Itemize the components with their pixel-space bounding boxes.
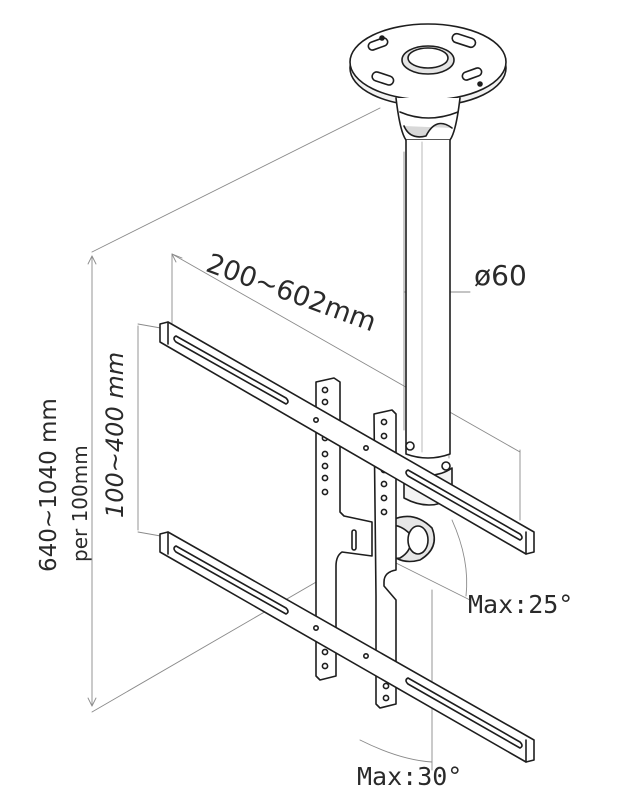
- vesa-height-label: 100~400 mm: [101, 351, 129, 518]
- upper-rail: [159, 321, 535, 555]
- height-step-label: per 100mm: [68, 445, 92, 562]
- vertical-bracket-right: [373, 409, 397, 709]
- total-height-label: 640~1040 mm: [36, 398, 62, 572]
- swivel-angle-label: Max:30°: [357, 762, 463, 791]
- lower-rail: [159, 531, 535, 763]
- mount-pole: [405, 139, 451, 471]
- ceiling-plate: [349, 23, 507, 141]
- pole-diameter-label: ø60: [474, 259, 527, 292]
- vertical-bracket-left: [315, 377, 373, 681]
- dimension-lines: [87, 107, 521, 771]
- tilt-angle-label: Max:25°: [468, 590, 574, 619]
